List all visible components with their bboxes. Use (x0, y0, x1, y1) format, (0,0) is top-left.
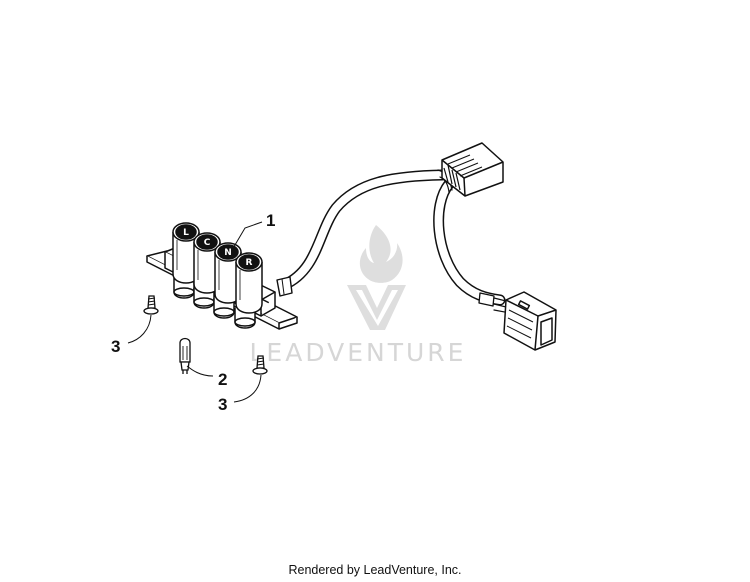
callout-3-left: 3 (111, 337, 120, 356)
leader-line-2 (186, 365, 214, 377)
lamp-lens (196, 234, 218, 250)
leader-line-3-right (233, 374, 262, 403)
leader-lines (127, 221, 263, 403)
harness-connector-lower (503, 291, 557, 351)
lamp-letter-r: R (246, 258, 253, 268)
lamp-letter-n: N (224, 248, 232, 258)
screw-left (143, 295, 159, 315)
watermark-flame-icon (359, 225, 403, 283)
callout-2: 2 (218, 370, 227, 389)
callout-3-right: 3 (218, 395, 227, 414)
harness-connector-upper (441, 142, 504, 197)
lamp-letter-c: C (204, 238, 211, 248)
indicator-lamp-l (172, 222, 200, 284)
lamp-lens (175, 224, 197, 240)
leader-line-1 (231, 221, 263, 251)
leadventure-watermark: LEADVENTURE (250, 225, 467, 367)
watermark-v-icon (347, 285, 406, 330)
lamp-lens (238, 254, 260, 270)
indicator-light-assembly (146, 222, 298, 330)
watermark-text: LEADVENTURE (250, 338, 467, 367)
lamp-letter-l: L (183, 228, 189, 238)
indicator-lamp-c (193, 232, 221, 294)
indicator-lamp-r (235, 252, 263, 314)
screw-right (252, 355, 268, 375)
bulb-part (179, 337, 191, 374)
footer-credit: Rendered by LeadVenture, Inc. (288, 563, 462, 577)
indicator-lamp-n (214, 242, 242, 304)
callout-1: 1 (266, 211, 275, 230)
leader-line-3-left (127, 314, 152, 344)
wire-harness (276, 169, 511, 314)
